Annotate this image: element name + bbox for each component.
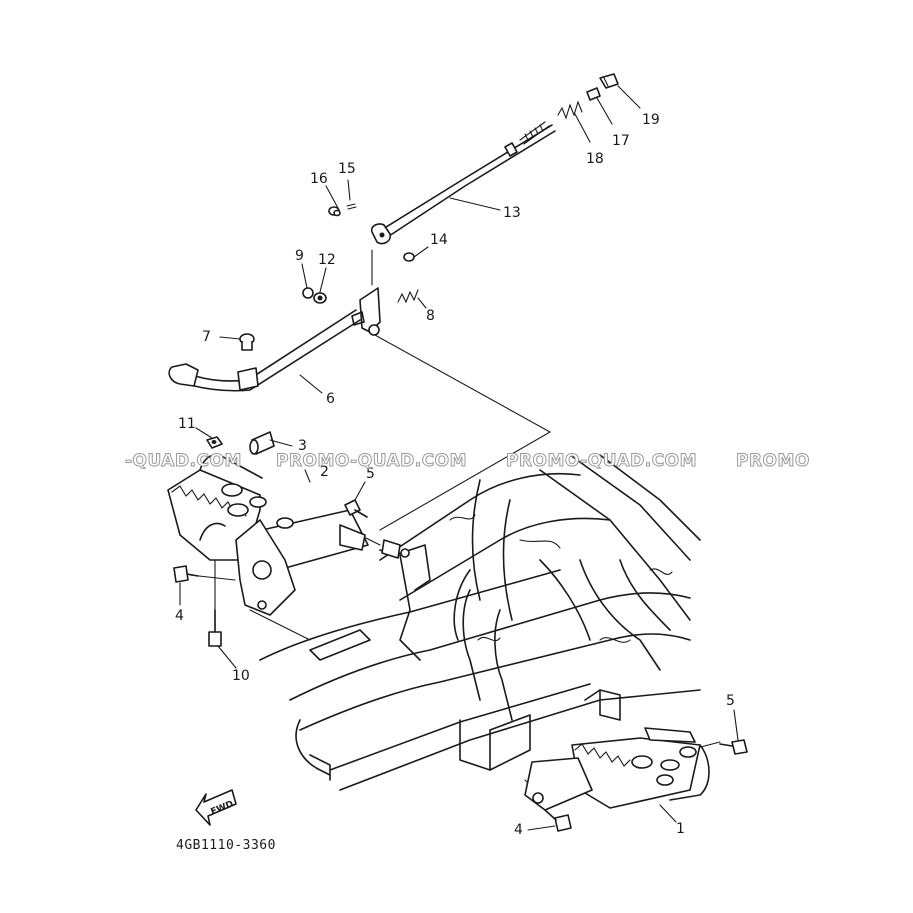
brake-pedal-6 (168, 287, 381, 392)
washer-12 (313, 292, 327, 304)
cap-7 (239, 333, 255, 351)
callout-18: 18 (586, 151, 604, 167)
callout-labels: 1 2 3 4 4 5 5 6 7 8 9 10 11 12 13 14 15 … (175, 112, 735, 838)
callout-6: 6 (326, 391, 335, 407)
callout-10: 10 (232, 668, 250, 684)
callout-1: 1 (676, 821, 685, 837)
watermarks: -QUAD.COM PROMO-QUAD.COM PROMO-QUAD.COM … (125, 451, 810, 472)
callout-14: 14 (430, 232, 448, 248)
callout-leaders (179, 85, 739, 831)
callout-15: 15 (338, 161, 356, 177)
callout-9: 9 (295, 248, 304, 264)
callout-4-left: 4 (175, 608, 184, 624)
collar-3 (249, 431, 275, 455)
nut-14 (403, 252, 415, 262)
callout-5-right: 5 (726, 693, 735, 709)
fwd-arrow: FWD (195, 789, 237, 826)
bolt-4-left (173, 565, 199, 583)
nut-11 (206, 436, 223, 449)
bolt-4-right (544, 809, 572, 832)
callout-4-right: 4 (514, 822, 523, 838)
part-code: 4GB1110-3360 (176, 838, 276, 853)
guide-lines (189, 249, 721, 796)
callout-8: 8 (426, 308, 435, 324)
brake-rod (370, 121, 556, 245)
callout-3: 3 (298, 438, 307, 454)
washer-16 (328, 206, 341, 217)
watermark-text: PROMO-QUAD.COM (506, 451, 697, 471)
callout-2: 2 (320, 464, 329, 480)
callout-13: 13 (503, 205, 521, 221)
spring-18 (557, 100, 583, 120)
callout-5-upper: 5 (366, 466, 375, 482)
pivot-bolt (381, 539, 410, 559)
watermark-text: PROMO-QUAD.COM (276, 451, 467, 471)
spring-8 (397, 289, 419, 304)
bolt-5-upper (344, 499, 368, 518)
clevis-19 (599, 73, 619, 89)
callout-16: 16 (310, 171, 328, 187)
callout-11: 11 (178, 416, 196, 432)
callout-19: 19 (642, 112, 660, 128)
watermark-text: -QUAD.COM (125, 451, 242, 471)
left-footrest-2 (167, 454, 369, 616)
callout-17: 17 (612, 133, 630, 149)
cotter-pin-15 (346, 203, 357, 210)
washer-9 (302, 287, 314, 299)
callout-7: 7 (202, 329, 211, 345)
callout-12: 12 (318, 252, 336, 268)
right-footrest-1 (524, 727, 710, 811)
bolt-10 (208, 609, 222, 647)
frame (259, 454, 701, 791)
pin-17 (586, 87, 601, 101)
bolt-5-right (719, 739, 748, 755)
watermark-text: PROMO (736, 451, 810, 471)
